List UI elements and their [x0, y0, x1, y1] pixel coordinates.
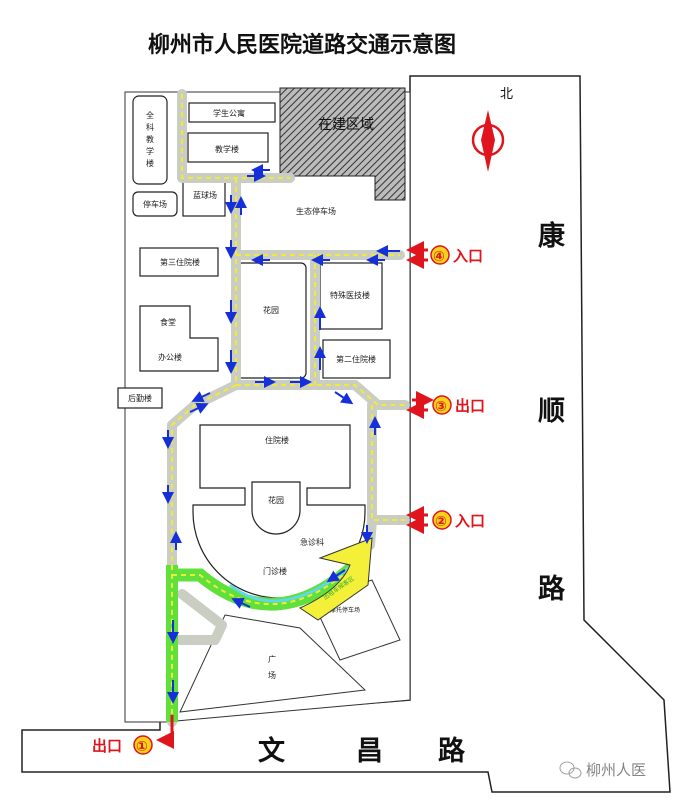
arrow-icon: [191, 391, 211, 403]
road-south-char-2: 昌: [356, 736, 383, 767]
svg-text:楼: 楼: [146, 158, 154, 168]
exit-3-number: ③: [435, 399, 447, 415]
label-teaching: 教学楼: [215, 144, 239, 154]
label-parking: 停车场: [143, 199, 167, 209]
label-student-apartment: 学生公寓: [213, 108, 245, 118]
label-emergency: 急诊科: [300, 537, 324, 547]
building-inpatient-3: [139, 247, 219, 277]
label-garden-north: 花园: [263, 305, 279, 315]
watermark-text: 柳州人医: [586, 761, 646, 779]
compass: 北: [471, 87, 513, 172]
watermark: 柳州人医: [559, 761, 646, 779]
label-inpatient-2: 第二住院楼: [336, 354, 376, 364]
north-label: 北: [500, 87, 513, 102]
traffic-arrows: [162, 164, 400, 704]
exit-1-number: ①: [136, 739, 148, 755]
exit-3: ③ 出口: [406, 391, 485, 419]
square-area: [179, 614, 367, 713]
label-logistics: 后勤楼: [128, 393, 152, 403]
building-parking: [132, 191, 178, 217]
building-inpatient-2: [322, 339, 391, 379]
label-general-teaching: 全 科 教 学 楼: [146, 110, 154, 168]
entrance-4-label: 入口: [453, 247, 483, 265]
entrance-2: ② 入口: [406, 506, 485, 534]
label-inpatient: 住院楼: [265, 435, 289, 445]
map-title: 柳州市人民医院道路交通示意图: [148, 32, 456, 58]
building-general-teaching: [132, 95, 168, 185]
arrow-icon: [189, 402, 209, 414]
arrow-icon: [334, 391, 354, 405]
svg-text:科: 科: [146, 122, 154, 132]
arrow-icon: [326, 569, 346, 583]
label-construction: 在建区域: [318, 117, 374, 133]
label-canteen: 食堂: [160, 317, 176, 327]
taxi-waiting-zone: [298, 537, 373, 621]
road-south-char-1: 文: [258, 735, 286, 767]
label-office: 办公楼: [158, 352, 182, 362]
entrance-4: ④ 入口: [406, 241, 483, 269]
north-arrow-icon: [481, 110, 495, 172]
label-square-2: 场: [268, 671, 276, 680]
road-east-char-2: 顺: [538, 396, 565, 427]
entrance-2-number: ②: [435, 514, 447, 530]
basketball-court: [182, 179, 226, 217]
label-special-tech: 特殊医技楼: [330, 290, 370, 300]
arrow-icon: [231, 597, 251, 609]
building-canteen-office: [139, 305, 219, 372]
exit-1-label: 出口: [92, 737, 122, 755]
building-special-tech: [319, 262, 383, 330]
label-eco-parking: 生态停车场: [296, 206, 336, 216]
entrance-4-number: ④: [433, 249, 445, 265]
building-teaching: [187, 132, 269, 163]
label-basketball: 蓝球场: [193, 190, 217, 200]
garden-north: [236, 262, 307, 379]
road-east-char-3: 路: [538, 573, 566, 605]
road-east-char-1: 康: [538, 220, 566, 252]
label-outpatient: 门诊楼: [263, 566, 287, 576]
exit-1: 出口 ①: [92, 715, 174, 755]
svg-text:学: 学: [146, 146, 154, 156]
road-south-char-3: 路: [438, 735, 466, 767]
building-logistics: [117, 387, 163, 409]
entrance-2-label: 入口: [455, 512, 485, 530]
label-garden-center: 花园: [268, 495, 284, 505]
svg-text:教: 教: [146, 134, 154, 144]
exit-3-label: 出口: [455, 397, 485, 415]
label-square-1: 广: [268, 654, 276, 664]
label-inpatient-3: 第三住院楼: [160, 257, 200, 267]
garden-center: [251, 481, 301, 535]
building-student-apartment: [188, 102, 276, 123]
label-ebike-parking: 电动摩托停车场: [318, 606, 360, 614]
svg-text:全: 全: [146, 110, 154, 120]
